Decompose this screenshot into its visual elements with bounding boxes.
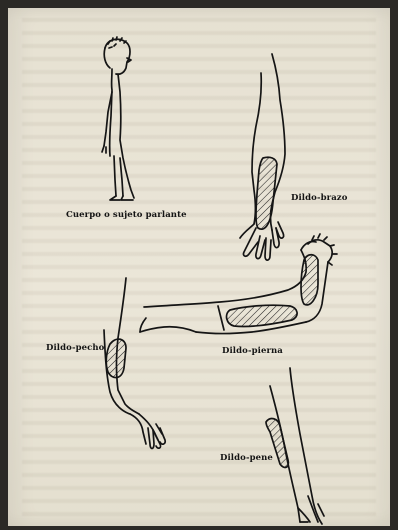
speaking-subject-figure <box>102 37 134 200</box>
caption-speaking-subject: Cuerpo o sujeto parlante <box>66 210 187 220</box>
caption-dildo-leg: Dildo-pierna <box>222 346 283 356</box>
caption-dildo-arm: Dildo-brazo <box>291 193 348 203</box>
book-page: Cuerpo o sujeto parlante Dildo-brazo Dil… <box>8 8 390 526</box>
dildo-leg-figure <box>140 234 337 334</box>
dildo-chest-figure <box>104 278 165 449</box>
caption-dildo-chest: Dildo-pecho <box>46 343 104 353</box>
caption-dildo-penis: Dildo-pene <box>220 453 273 463</box>
illustration <box>8 8 390 526</box>
dildo-penis-figure <box>266 368 324 524</box>
dildo-arm-figure <box>240 54 285 260</box>
